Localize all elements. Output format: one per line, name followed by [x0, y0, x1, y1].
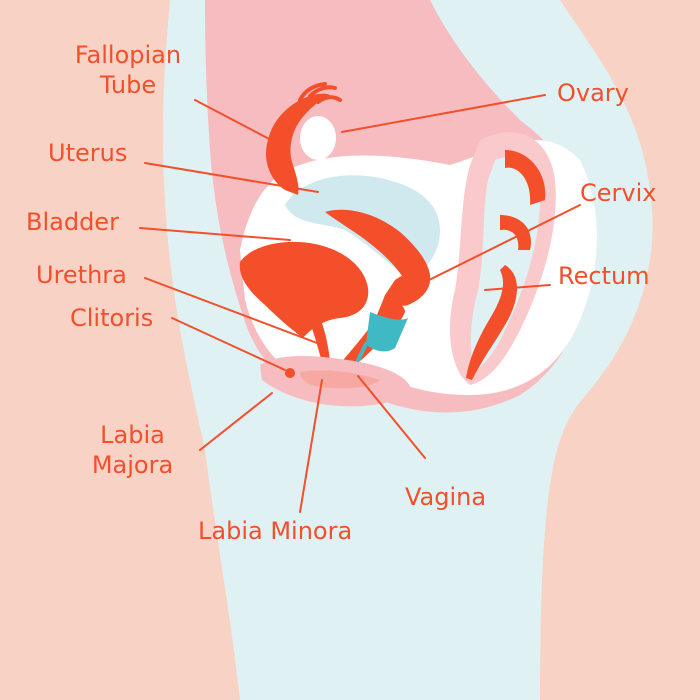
pointer-bladder — [139, 227, 291, 241]
label-rectum: Rectum — [558, 262, 650, 290]
pointer-vagina — [357, 375, 426, 459]
label-labia-minora: Labia Minora — [198, 517, 353, 545]
fimbriae — [298, 82, 342, 104]
label-labia-majora-line1: Labia — [100, 421, 165, 449]
ovary-shape — [300, 116, 336, 160]
uterus-cavity — [325, 209, 430, 290]
pointer-clitoris — [171, 317, 286, 371]
label-cervix: Cervix — [580, 179, 657, 207]
fallopian-tube-shape — [265, 93, 330, 195]
cervix-shape — [385, 269, 431, 306]
pointer-urethra — [144, 277, 326, 347]
labia-minora-shape — [300, 370, 380, 389]
pointer-labia-minora — [299, 379, 323, 513]
label-ovary: Ovary — [557, 79, 629, 107]
label-labia-majora: Labia Majora — [80, 420, 185, 480]
label-vagina: Vagina — [405, 483, 487, 511]
label-pointers — [139, 94, 581, 513]
menstrual-cup-icon — [356, 312, 408, 362]
label-fallopian-tube: Fallopian Tube — [58, 40, 198, 100]
label-urethra: Urethra — [36, 261, 127, 289]
pointer-cervix — [424, 204, 581, 283]
pointer-fallopian-tube — [194, 99, 276, 143]
urethra-shape — [310, 318, 330, 362]
label-fallopian-tube-line1: Fallopian — [74, 41, 182, 69]
bladder-shape — [239, 241, 369, 338]
pointer-uterus — [144, 162, 319, 193]
label-bladder: Bladder — [26, 208, 119, 236]
rectum-inner — [470, 157, 540, 370]
label-uterus: Uterus — [48, 139, 128, 167]
pointer-ovary — [341, 94, 546, 133]
rectum-wall — [466, 150, 546, 380]
pointer-labia-majora — [199, 392, 273, 451]
clitoris-shape — [285, 368, 295, 378]
label-clitoris: Clitoris — [70, 304, 154, 332]
label-fallopian-tube-line2: Tube — [99, 71, 157, 99]
label-labia-majora-line2: Majora — [91, 451, 174, 479]
pointer-rectum — [484, 284, 551, 291]
